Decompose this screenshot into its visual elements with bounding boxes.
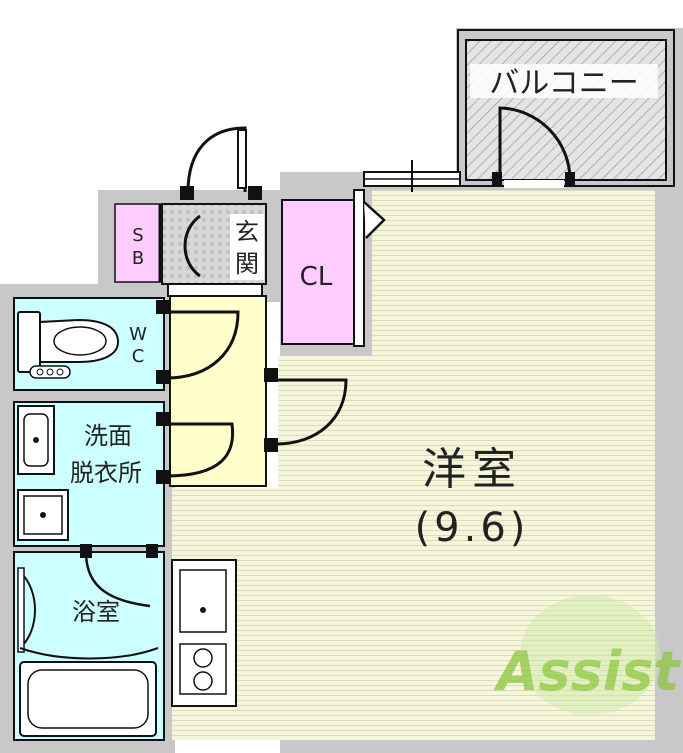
bath-label: 浴室 xyxy=(72,598,120,626)
hallway xyxy=(169,295,348,487)
toilet-label-w: W xyxy=(129,324,147,345)
shoe-box-label-s: S xyxy=(132,225,143,246)
kitchen xyxy=(171,559,237,707)
balcony-label: バルコニー xyxy=(489,66,638,101)
assist-logo-text: Assist xyxy=(493,640,682,703)
closet: CL xyxy=(281,189,386,347)
window xyxy=(363,160,461,192)
washroom-label-line2: 脱衣所 xyxy=(70,459,142,487)
entrance-label-line2: 関 xyxy=(235,250,259,278)
toilet-room: W C WC xyxy=(13,297,240,391)
western-room-label: 洋室 xyxy=(422,444,522,495)
western-room-size: (9.6) xyxy=(415,505,530,551)
entrance: 玄 関 玄関 xyxy=(161,126,267,297)
toilet-label-c: C xyxy=(132,346,145,367)
shoe-box: S B SB xyxy=(114,203,162,283)
closet-label: CL xyxy=(300,262,333,292)
assist-logo: Assist xyxy=(493,595,682,715)
washroom-label-line1: 洗面 xyxy=(84,422,132,450)
balcony: バルコニー xyxy=(457,29,675,188)
entrance-label-line1: 玄 xyxy=(235,218,259,246)
bathroom: 浴室 xyxy=(13,544,165,741)
shoe-box-label-b: B xyxy=(132,248,144,269)
